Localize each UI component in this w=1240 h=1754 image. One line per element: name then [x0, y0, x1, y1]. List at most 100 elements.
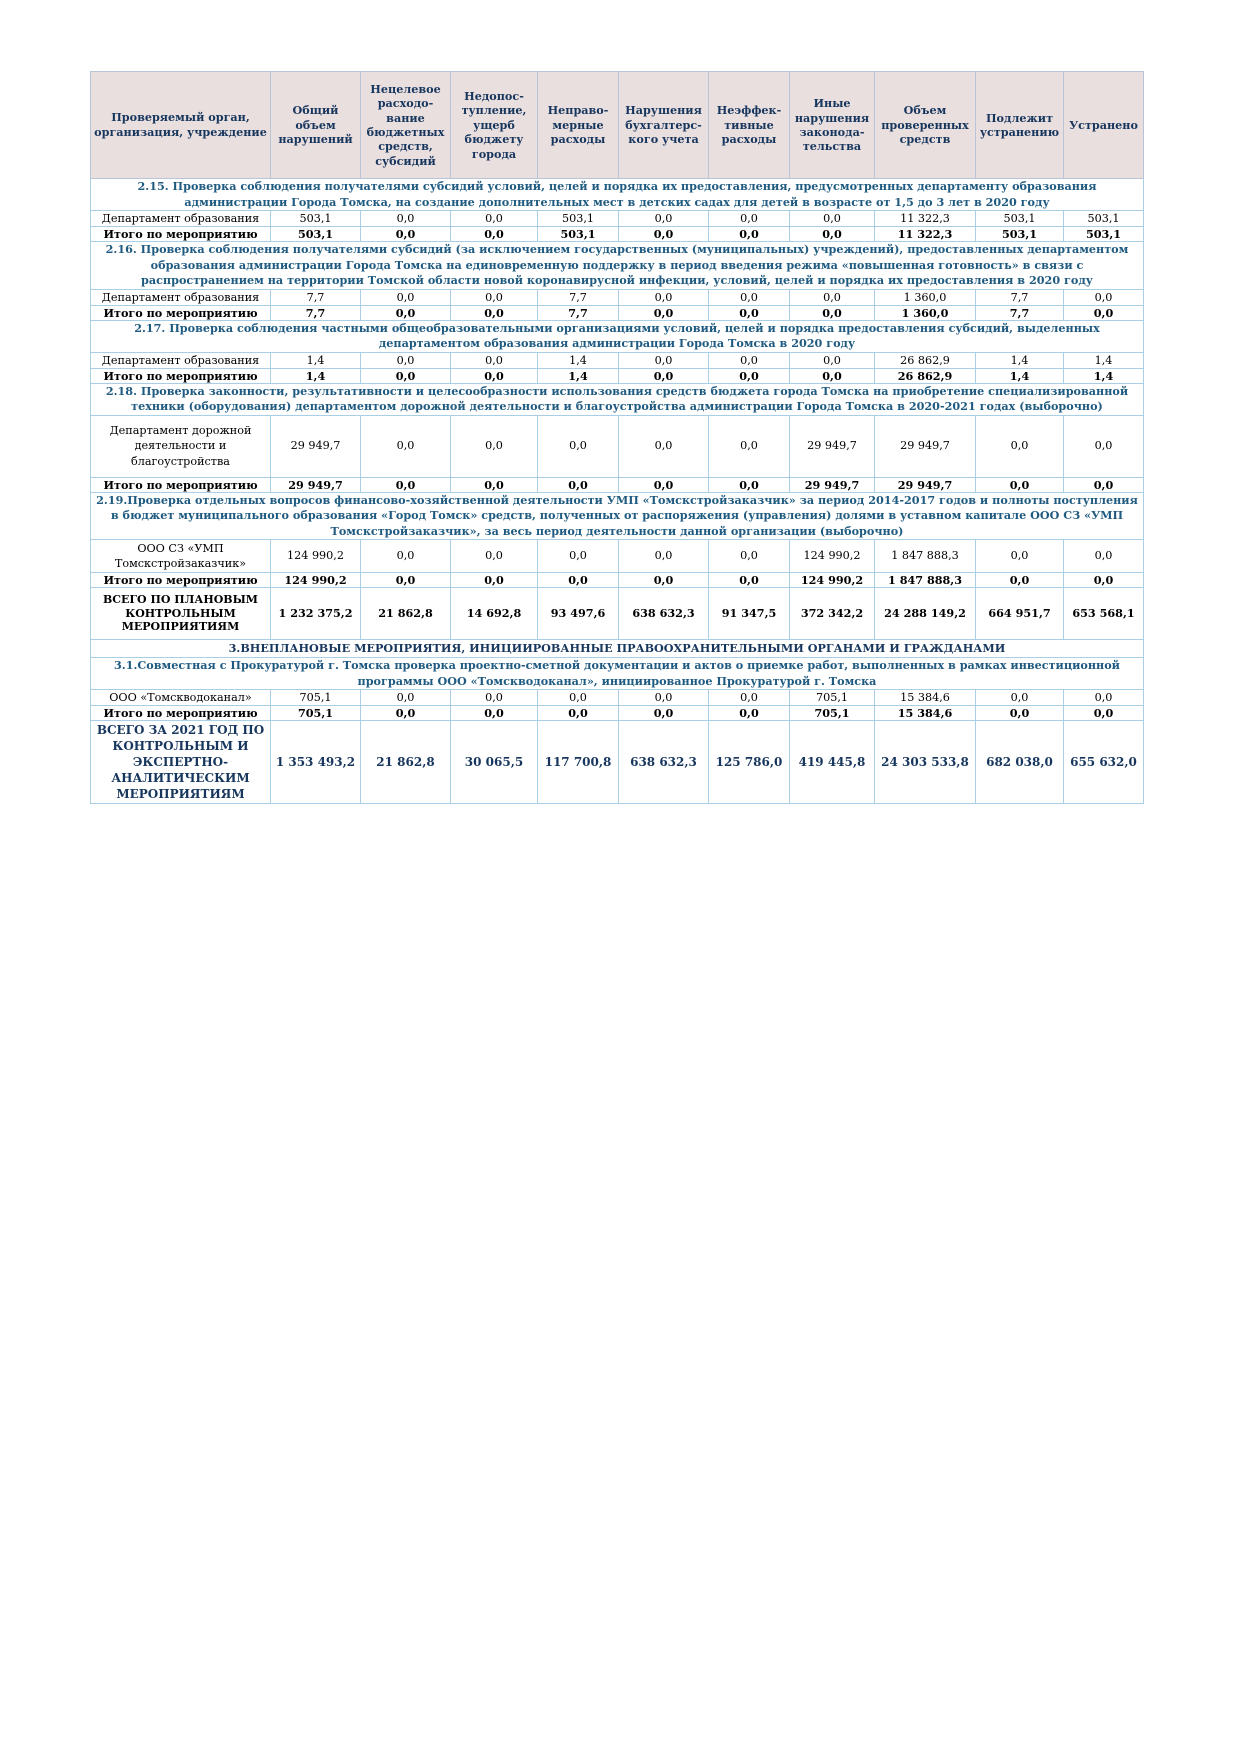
section-header-row: 2.17. Проверка соблюдения частными общео… — [90, 319, 1144, 353]
row-label: Департамент образования — [90, 288, 271, 306]
cell-eliminated: 0,0 — [1063, 572, 1144, 588]
cell-budget-shortfall: 0,0 — [450, 304, 538, 321]
cell-other-violations: 419 445,8 — [789, 720, 875, 804]
cell-total-violations: 7,7 — [270, 304, 361, 321]
cell-inefficient-expenses: 0,0 — [708, 367, 790, 384]
row-label: ВСЕГО ЗА 2021 ГОД ПО КОНТРОЛЬНЫМ И ЭКСПЕ… — [90, 720, 271, 804]
row-label: ООО СЗ «УМП Томскстройзаказчик» — [90, 539, 271, 573]
cell-unlawful-expenses: 0,0 — [537, 572, 619, 588]
planned-total-row: ВСЕГО ПО ПЛАНОВЫМ КОНТРОЛЬНЫМ МЕРОПРИЯТИ… — [90, 587, 1144, 640]
cell-audited-funds: 29 949,7 — [874, 414, 976, 478]
cell-budget-shortfall: 0,0 — [450, 572, 538, 588]
cell-to-be-eliminated: 0,0 — [975, 705, 1064, 721]
cell-audited-funds: 24 303 533,8 — [874, 720, 976, 804]
cell-total-violations: 29 949,7 — [270, 476, 361, 493]
header-budget-shortfall: Недопос-тупление, ущерб бюджету города — [450, 71, 538, 179]
cell-accounting-violations: 0,0 — [618, 705, 709, 721]
cell-inefficient-expenses: 0,0 — [708, 351, 790, 369]
cell-audited-funds: 1 360,0 — [874, 288, 976, 306]
cell-inefficient-expenses: 0,0 — [708, 705, 790, 721]
cell-audited-funds: 1 360,0 — [874, 304, 976, 321]
row-label: Итого по мероприятию — [90, 572, 271, 588]
cell-audited-funds: 11 322,3 — [874, 210, 976, 227]
cell-budget-shortfall: 0,0 — [450, 705, 538, 721]
cell-other-violations: 705,1 — [789, 689, 875, 706]
cell-unlawful-expenses: 117 700,8 — [537, 720, 619, 804]
row-label: Итого по мероприятию — [90, 476, 271, 493]
cell-total-violations: 503,1 — [270, 226, 361, 242]
cell-other-violations: 29 949,7 — [789, 414, 875, 478]
cell-budget-shortfall: 0,0 — [450, 689, 538, 706]
cell-total-violations: 1 232 375,2 — [270, 587, 361, 640]
section-title: 2.19.Проверка отдельных вопросов финансо… — [90, 491, 1144, 540]
row-label: Департамент образования — [90, 351, 271, 369]
cell-inefficient-expenses: 0,0 — [708, 226, 790, 242]
cell-total-violations: 1,4 — [270, 367, 361, 384]
cell-to-be-eliminated: 664 951,7 — [975, 587, 1064, 640]
cell-accounting-violations: 0,0 — [618, 351, 709, 369]
row-label: ВСЕГО ПО ПЛАНОВЫМ КОНТРОЛЬНЫМ МЕРОПРИЯТИ… — [90, 587, 271, 640]
cell-unlawful-expenses: 503,1 — [537, 226, 619, 242]
cell-misuse-funds: 0,0 — [360, 367, 451, 384]
cell-total-violations: 1,4 — [270, 351, 361, 369]
header-organization: Проверяемый орган, организация, учрежден… — [90, 71, 271, 179]
header-total-violations: Общий объем нарушений — [270, 71, 361, 179]
year-total-row: ВСЕГО ЗА 2021 ГОД ПО КОНТРОЛЬНЫМ И ЭКСПЕ… — [90, 720, 1144, 804]
cell-other-violations: 0,0 — [789, 351, 875, 369]
cell-accounting-violations: 0,0 — [618, 414, 709, 478]
cell-budget-shortfall: 0,0 — [450, 367, 538, 384]
cell-eliminated: 1,4 — [1063, 367, 1144, 384]
cell-budget-shortfall: 0,0 — [450, 414, 538, 478]
section-title: 2.18. Проверка законности, результативно… — [90, 382, 1144, 416]
header-eliminated: Устранено — [1063, 71, 1144, 179]
cell-total-violations: 124 990,2 — [270, 572, 361, 588]
cell-budget-shortfall: 0,0 — [450, 351, 538, 369]
table-row: ООО СЗ «УМП Томскстройзаказчик»124 990,2… — [90, 539, 1144, 573]
cell-misuse-funds: 21 862,8 — [360, 720, 451, 804]
cell-audited-funds: 15 384,6 — [874, 705, 976, 721]
cell-to-be-eliminated: 0,0 — [975, 414, 1064, 478]
cell-unlawful-expenses: 7,7 — [537, 304, 619, 321]
unplanned-section-header-row: 3.ВНЕПЛАНОВЫЕ МЕРОПРИЯТИЯ, ИНИЦИИРОВАННЫ… — [90, 639, 1144, 658]
cell-unlawful-expenses: 1,4 — [537, 351, 619, 369]
cell-accounting-violations: 0,0 — [618, 572, 709, 588]
cell-inefficient-expenses: 91 347,5 — [708, 587, 790, 640]
cell-to-be-eliminated: 682 038,0 — [975, 720, 1064, 804]
cell-inefficient-expenses: 0,0 — [708, 476, 790, 493]
cell-accounting-violations: 0,0 — [618, 288, 709, 306]
cell-to-be-eliminated: 0,0 — [975, 539, 1064, 573]
cell-unlawful-expenses: 0,0 — [537, 705, 619, 721]
header-accounting-violations: Нарушения бухгалтерс-кого учета — [618, 71, 709, 179]
cell-total-violations: 29 949,7 — [270, 414, 361, 478]
header-audited-funds: Объем проверенных средств — [874, 71, 976, 179]
section-title: 2.16. Проверка соблюдения получателями с… — [90, 241, 1144, 290]
cell-audited-funds: 11 322,3 — [874, 226, 976, 242]
row-label: ООО «Томскводоканал» — [90, 689, 271, 706]
cell-eliminated: 0,0 — [1063, 476, 1144, 493]
cell-inefficient-expenses: 0,0 — [708, 689, 790, 706]
cell-accounting-violations: 0,0 — [618, 689, 709, 706]
cell-budget-shortfall: 0,0 — [450, 476, 538, 493]
cell-total-violations: 503,1 — [270, 210, 361, 227]
cell-inefficient-expenses: 0,0 — [708, 539, 790, 573]
cell-inefficient-expenses: 0,0 — [708, 572, 790, 588]
cell-inefficient-expenses: 125 786,0 — [708, 720, 790, 804]
section-title: 2.17. Проверка соблюдения частными общео… — [90, 319, 1144, 353]
cell-inefficient-expenses: 0,0 — [708, 304, 790, 321]
cell-unlawful-expenses: 7,7 — [537, 288, 619, 306]
cell-unlawful-expenses: 0,0 — [537, 414, 619, 478]
cell-to-be-eliminated: 7,7 — [975, 288, 1064, 306]
cell-misuse-funds: 0,0 — [360, 572, 451, 588]
section-header-row: 3.1.Совместная с Прокуратурой г. Томска … — [90, 657, 1144, 690]
cell-accounting-violations: 0,0 — [618, 304, 709, 321]
cell-audited-funds: 1 847 888,3 — [874, 539, 976, 573]
header-to-be-eliminated: Подлежит устранению — [975, 71, 1064, 179]
cell-audited-funds: 26 862,9 — [874, 367, 976, 384]
cell-to-be-eliminated: 7,7 — [975, 304, 1064, 321]
